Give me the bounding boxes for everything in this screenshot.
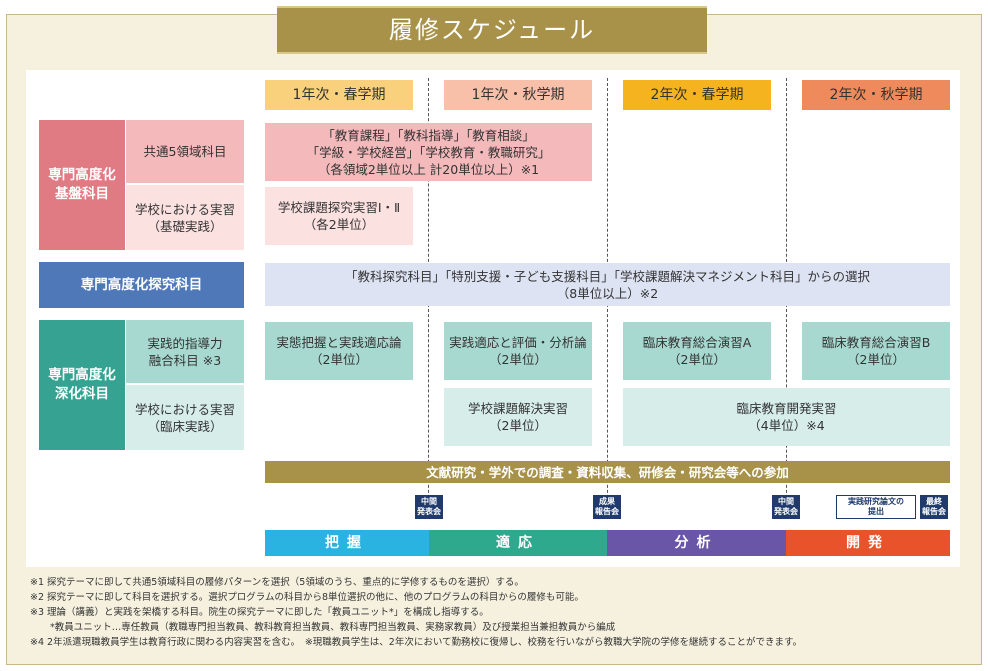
- research-bar: 文献研究・学外での調査・資料収集、研修会・研究会等への参加: [265, 461, 950, 483]
- course-line: （2単位）: [489, 418, 547, 433]
- milestone-final-report: 最終 報告会: [920, 495, 948, 519]
- milestone-line: 発表会: [774, 507, 798, 516]
- milestone-thesis: 実践研究論文の 提出: [836, 495, 916, 519]
- subcategory-label: 融合科目 ※3: [148, 352, 222, 368]
- course-line: （4単位）※4: [748, 418, 825, 433]
- course-line: 実践適応と評価・分析論: [449, 335, 587, 350]
- course-kaihatsu: 臨床教育開発実習 （4単位）※4: [623, 388, 950, 446]
- term-label: 1年次・秋学期: [471, 86, 565, 103]
- milestone-midterm-2: 中間 発表会: [772, 495, 800, 519]
- category-shinka: 専門高度化 深化科目: [39, 320, 125, 450]
- milestone-line: 中間: [778, 497, 794, 506]
- course-line: 「教育課程」「教科指導」「教育相談」: [322, 127, 535, 143]
- footnote: ※1 探究テーマに即して共通5領域科目の履修パターンを選択（5領域のうち、重点的…: [30, 577, 524, 588]
- subcategory-label: （基礎実践）: [147, 218, 223, 234]
- course-line: 臨床教育総合演習A: [642, 335, 752, 350]
- milestone-line: 中間: [421, 497, 437, 506]
- subcategory-kiso-jissen: 学校における実習 （基礎実践）: [126, 185, 244, 250]
- subcategory-label: 学校における実習: [134, 201, 235, 217]
- category-tankyu: 専門高度化探究科目: [39, 262, 244, 308]
- course-kaiketsu: 学校課題解決実習 （2単位）: [444, 388, 592, 446]
- footnote: ※4 2年派遣現職教員学生は教育行政に関わる内容実習を含む。 ※現職教員学生は、…: [30, 637, 803, 648]
- course-line: （2単位）: [847, 352, 905, 367]
- course-line: 学校課題解決実習: [467, 401, 568, 416]
- phase-haaku: 把握: [265, 530, 429, 556]
- phase-tekio: 適応: [429, 530, 607, 556]
- course-line: （2単位）: [489, 352, 547, 367]
- course-kadai-jisshu: 学校課題探究実習Ⅰ・Ⅱ （各2単位）: [265, 187, 413, 245]
- subcategory-label: （臨床実践）: [147, 418, 223, 434]
- course-line: 「教科探究科目」「特別支援・子ども支援科目」「学校課題解決マネジメント科目」から…: [344, 268, 870, 284]
- milestone-line: 実践研究論文の: [848, 497, 904, 506]
- course-line: （2単位）: [310, 352, 368, 367]
- footnotes: ※1 探究テーマに即して共通5領域科目の履修パターンを選択（5領域のうち、重点的…: [30, 575, 970, 650]
- course-line: 「学級・学校経営」「学校教育・教職研究」: [306, 144, 551, 160]
- course-line: （2単位）: [668, 352, 726, 367]
- subcategory-label: 共通5領域科目: [143, 144, 227, 159]
- milestone-line: 発表会: [417, 507, 441, 516]
- subcategory-label: 実践的指導力: [147, 335, 223, 351]
- course-line: 学校課題探究実習Ⅰ・Ⅱ: [277, 200, 401, 215]
- subcategory-common5: 共通5領域科目: [126, 120, 244, 183]
- milestone-midterm-1: 中間 発表会: [415, 495, 443, 519]
- category-label-line: 専門高度化探究科目: [80, 276, 203, 293]
- phase-bunseki: 分析: [607, 530, 786, 556]
- course-tankyu-select: 「教科探究科目」「特別支援・子ども支援科目」「学校課題解決マネジメント科目」から…: [265, 263, 950, 306]
- course-line: 実態把握と実践適応論: [276, 335, 402, 350]
- research-bar-label: 文献研究・学外での調査・資料収集、研修会・研究会等への参加: [426, 464, 789, 480]
- milestone-result-report: 成果 報告会: [593, 495, 621, 519]
- term-header-1: 1年次・春学期: [265, 80, 413, 110]
- phase-label: 適応: [496, 534, 540, 551]
- course-tekio: 実践適応と評価・分析論 （2単位）: [444, 322, 592, 380]
- term-header-2: 1年次・秋学期: [444, 80, 592, 110]
- milestone-line: 報告会: [922, 507, 946, 516]
- term-label: 1年次・春学期: [292, 86, 386, 103]
- phase-label: 分析: [674, 534, 719, 551]
- schedule-panel: 1年次・春学期 1年次・秋学期 2年次・春学期 2年次・秋学期 専門高度化 基盤…: [26, 70, 960, 567]
- milestone-line: 報告会: [595, 507, 619, 516]
- milestone-line: 成果: [599, 497, 615, 506]
- phase-label: 開発: [846, 534, 890, 551]
- course-line: （各領域2単位以上 計20単位以上）※1: [317, 161, 540, 177]
- term-label: 2年次・春学期: [650, 86, 744, 103]
- milestone-line: 提出: [868, 507, 884, 516]
- footnote: ※2 探究テーマに即して科目を選択する。選択プログラムの科目から8単位選択の他に…: [30, 592, 584, 603]
- subcategory-label: 学校における実習: [134, 401, 235, 417]
- course-line: 臨床教育総合演習B: [821, 335, 931, 350]
- category-label-line: 専門高度化: [48, 167, 116, 183]
- footnote: ※3 理論（講義）と実践を架橋する科目。院生の探究テーマに即した「教員ユニット*…: [30, 607, 489, 618]
- term-header-4: 2年次・秋学期: [802, 80, 950, 110]
- milestone-line: 最終: [926, 497, 942, 506]
- course-line: （8単位以上）※2: [556, 285, 659, 301]
- phase-kaihatsu: 開発: [786, 530, 950, 556]
- course-line: 臨床教育開発実習: [736, 401, 837, 416]
- subcategory-yugo: 実践的指導力 融合科目 ※3: [126, 320, 244, 383]
- term-label: 2年次・秋学期: [829, 86, 923, 103]
- course-common5: 「教育課程」「教科指導」「教育相談」 「学級・学校経営」「学校教育・教職研究」 …: [265, 123, 592, 181]
- course-rinsho-a: 臨床教育総合演習A （2単位）: [623, 322, 771, 380]
- page-title: 履修スケジュール: [277, 6, 707, 54]
- footnote: *教員ユニット…専任教員（教職専門担当教員、教科教育担当教員、教科専門担当教員、…: [50, 622, 616, 633]
- term-header-3: 2年次・春学期: [623, 80, 771, 110]
- subcategory-rinsho-jissen: 学校における実習 （臨床実践）: [126, 385, 244, 450]
- course-rinsho-b: 臨床教育総合演習B （2単位）: [802, 322, 950, 380]
- category-label-line: 深化科目: [55, 386, 109, 402]
- course-jittai: 実態把握と実践適応論 （2単位）: [265, 322, 413, 380]
- course-line: （各2単位）: [303, 217, 375, 232]
- category-label-line: 基盤科目: [55, 186, 109, 202]
- phase-label: 把握: [325, 534, 369, 551]
- category-label-line: 専門高度化: [48, 367, 116, 383]
- category-kiban: 専門高度化 基盤科目: [39, 120, 125, 250]
